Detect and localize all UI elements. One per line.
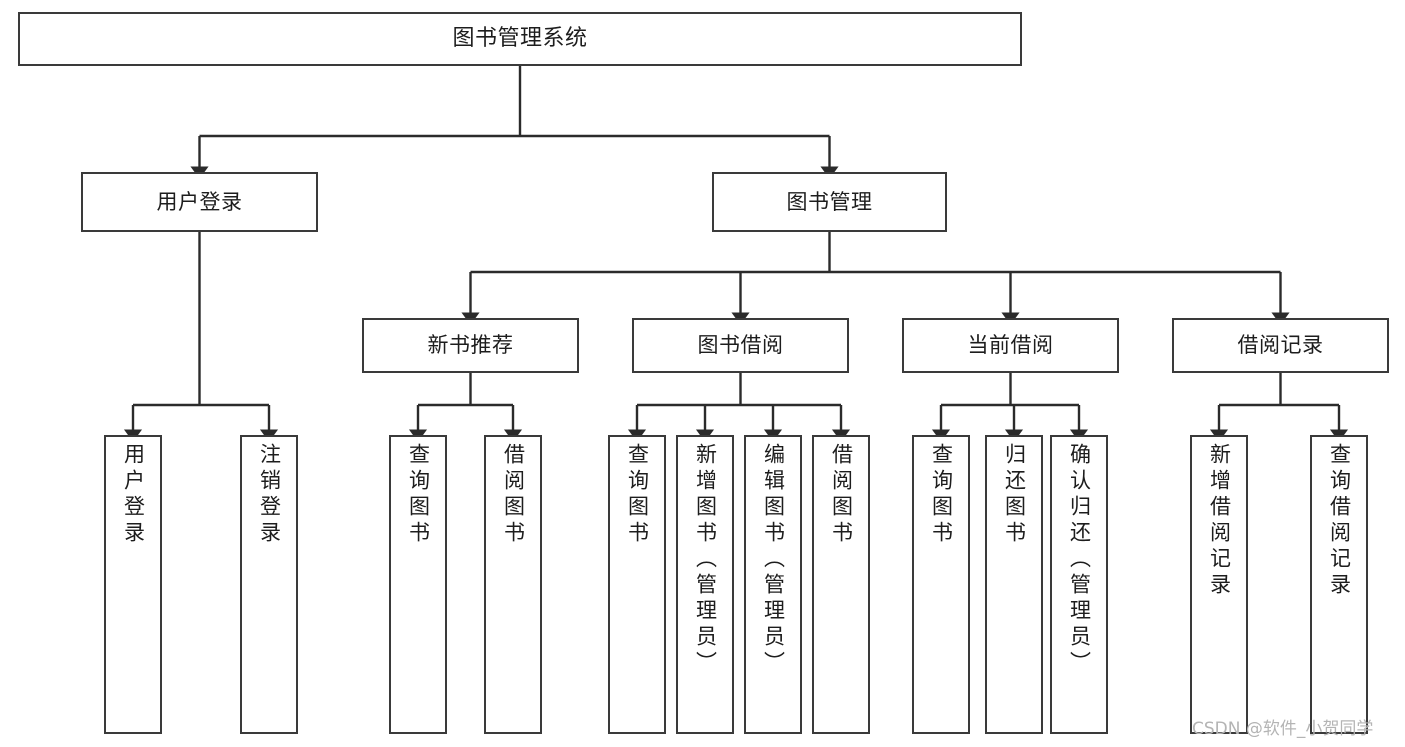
node-leaf-query-book-3[interactable]: 查询图书 <box>912 435 970 734</box>
edge-group <box>123 66 1349 442</box>
node-label: 归还图书 <box>1002 443 1027 547</box>
node-label: 当前借阅 <box>967 333 1054 358</box>
node-label: 图书管理系统 <box>452 26 588 52</box>
node-book-manage[interactable]: 图书管理 <box>712 172 947 232</box>
node-leaf-query-record[interactable]: 查询借阅记录 <box>1310 435 1368 734</box>
watermark-text: CSDN @软件_小贺同学 <box>1192 719 1374 739</box>
node-label: 编辑图书（管理员） <box>761 443 786 677</box>
node-label: 图书借阅 <box>697 333 784 358</box>
node-leaf-query-book-2[interactable]: 查询图书 <box>608 435 666 734</box>
node-leaf-confirm-return[interactable]: 确认归还（管理员） <box>1050 435 1108 734</box>
node-label: 用户登录 <box>156 189 243 214</box>
node-leaf-user-login[interactable]: 用户登录 <box>104 435 162 734</box>
node-leaf-borrow-book-2[interactable]: 借阅图书 <box>812 435 870 734</box>
node-label: 查询图书 <box>406 443 431 547</box>
node-user-login[interactable]: 用户登录 <box>81 172 318 232</box>
node-leaf-logout[interactable]: 注销登录 <box>240 435 298 734</box>
node-label: 新增图书（管理员） <box>693 443 718 677</box>
node-label: 借阅记录 <box>1237 333 1324 358</box>
node-book-borrow[interactable]: 图书借阅 <box>632 318 849 373</box>
node-leaf-return-book[interactable]: 归还图书 <box>985 435 1043 734</box>
node-label: 新书推荐 <box>427 333 514 358</box>
node-leaf-edit-book[interactable]: 编辑图书（管理员） <box>744 435 802 734</box>
node-leaf-add-book[interactable]: 新增图书（管理员） <box>676 435 734 734</box>
node-label: 查询图书 <box>625 443 650 547</box>
node-leaf-add-record[interactable]: 新增借阅记录 <box>1190 435 1248 734</box>
node-label: 借阅图书 <box>501 443 526 547</box>
node-borrow-record[interactable]: 借阅记录 <box>1172 318 1389 373</box>
node-new-book-rec[interactable]: 新书推荐 <box>362 318 579 373</box>
node-label: 借阅图书 <box>829 443 854 547</box>
node-root[interactable]: 图书管理系统 <box>18 12 1022 66</box>
node-label: 用户登录 <box>121 443 146 547</box>
node-label: 查询借阅记录 <box>1327 443 1352 599</box>
node-label: 图书管理 <box>786 189 873 214</box>
node-current-borrow[interactable]: 当前借阅 <box>902 318 1119 373</box>
node-leaf-borrow-book-1[interactable]: 借阅图书 <box>484 435 542 734</box>
node-label: 确认归还（管理员） <box>1067 443 1092 677</box>
node-label: 新增借阅记录 <box>1207 443 1232 599</box>
node-label: 查询图书 <box>929 443 954 547</box>
node-label: 注销登录 <box>257 443 282 547</box>
node-leaf-query-book-1[interactable]: 查询图书 <box>389 435 447 734</box>
